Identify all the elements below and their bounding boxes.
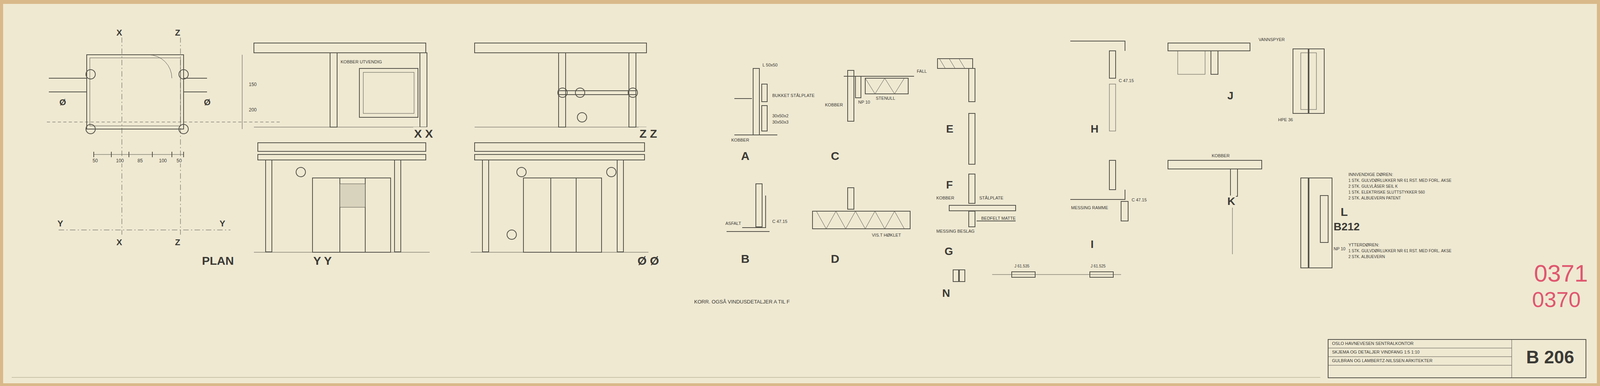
annotation: KOBBER (1210, 153, 1231, 158)
annotation: 30x50x2 (771, 113, 790, 118)
section-mark: Z (174, 28, 181, 38)
annotation: KOBBER (730, 137, 750, 143)
annotation: GULBRAN OG LAMBERTZ-NILSSEN ARKITEKTER (1331, 357, 1434, 363)
section-mark: C (830, 149, 841, 163)
annotation: 150 (248, 82, 258, 88)
section-mark: X X (413, 126, 434, 140)
annotation: STÅLPLATE (978, 195, 1005, 200)
annotation: 200 (248, 107, 258, 113)
annotation: BUKKET STÅLPLATE (771, 92, 816, 98)
section-mark: Ø (58, 97, 67, 108)
annotation: NP 10 (1332, 246, 1347, 251)
section-mark: Y Y (312, 253, 333, 267)
section-mark: 0370 (1531, 287, 1582, 312)
section-mark: H (1089, 123, 1100, 136)
annotation: C 47.15 (771, 218, 789, 224)
section-mark: Z (174, 237, 181, 247)
section-mark: PLAN (201, 253, 235, 267)
annotation: YTTERDØREN: (1347, 242, 1381, 247)
annotation: 1 STK. ELEKTRISKE SLUTTSTYKKER 560 (1347, 189, 1426, 195)
section-mark: Y (218, 218, 227, 229)
annotation: KORR. OGSÅ VINDUSDETALJER A TIL F (693, 298, 791, 305)
section-mark: F (945, 178, 954, 192)
section-mark: Y (56, 218, 65, 229)
annotation: J 61.535 (1013, 263, 1031, 268)
annotation: VANNSPYER (1257, 37, 1286, 42)
annotation: 100 (158, 158, 168, 164)
section-mark: E (945, 123, 955, 136)
section-mark: L (1339, 205, 1349, 218)
annotation: SKJEMA OG DETALJER VINDFANG 1:5 1:10 (1331, 349, 1421, 354)
annotation: VIS.T HØKLET (871, 232, 902, 238)
annotation: KOBBER (935, 195, 956, 200)
annotation: INNVENDIGE DØREN: (1347, 171, 1394, 177)
annotation: STENULL (875, 95, 897, 101)
annotation: 100 (115, 158, 125, 164)
section-mark: G (943, 245, 954, 258)
annotation: 2 STK. ALBUEVERN PATENT (1347, 195, 1402, 200)
section-mark: J (1226, 89, 1235, 102)
annotation: OSLO HAVNEVESEN SENTRALKONTOR (1331, 340, 1415, 346)
annotation: J 61.525 (1089, 263, 1107, 268)
section-mark: K (1226, 195, 1236, 208)
annotation: NP 10 (857, 99, 871, 105)
annotation: C 47.15 (1130, 197, 1148, 202)
annotation: BEDFELT MATTE (980, 215, 1017, 221)
section-mark: Z Z (638, 126, 658, 140)
annotation: 1 STK. GULVDØRLUKKER NR 61 RST. MED FORL… (1347, 178, 1453, 183)
annotation: HPE 36 (1277, 117, 1294, 122)
annotation: MESSING BESLAG (935, 228, 976, 234)
annotation: 50 (91, 158, 99, 164)
section-mark: B212 (1332, 220, 1361, 233)
annotation: KOBBER (824, 102, 844, 108)
annotation: 2 STK. GULVLÅSER SEIL K (1347, 183, 1399, 189)
section-mark: I (1089, 238, 1095, 251)
annotation: 30x50x3 (771, 119, 790, 125)
section-mark: N (941, 287, 951, 300)
annotation: 1 STK. GULVDØRLUKKER NR 61 RST. MED FORL… (1347, 248, 1453, 253)
section-mark: X (115, 237, 124, 247)
section-mark: D (830, 251, 841, 265)
annotation: C 47.15 (1117, 78, 1135, 83)
section-mark: A (740, 149, 751, 163)
annotation: 50 (175, 158, 183, 164)
section-mark: Ø (203, 97, 212, 108)
annotation: 2 STK. ALBUEVERN (1347, 254, 1386, 259)
section-mark: 0371 (1533, 259, 1589, 287)
annotation: ASFALT (724, 220, 742, 226)
annotation: KOBBER UTVENDIG (339, 59, 383, 65)
annotation: FALL (916, 68, 928, 74)
section-mark: B (740, 251, 751, 265)
sheet-number: B 206 (1525, 346, 1575, 367)
section-mark: X (115, 28, 124, 38)
section-mark: Ø Ø (636, 253, 660, 267)
annotation: L 50x50 (761, 62, 779, 68)
annotation: MESSING RAMME (1070, 205, 1109, 210)
annotation: 85 (136, 158, 144, 164)
